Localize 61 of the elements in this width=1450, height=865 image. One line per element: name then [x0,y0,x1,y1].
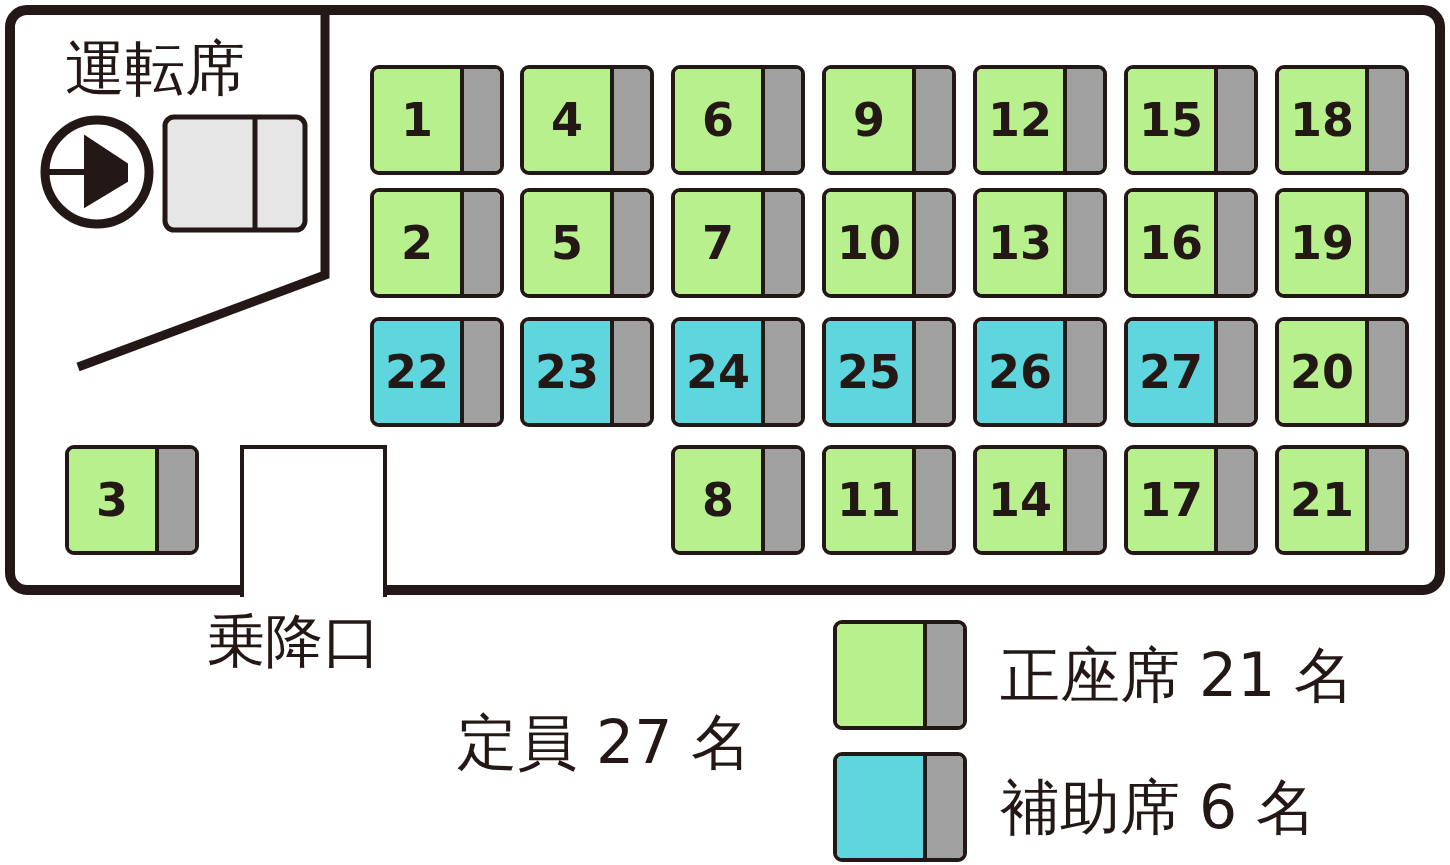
seat [1275,317,1409,427]
seat-number: 9 [853,97,885,143]
seat [973,445,1107,555]
seat [671,188,805,298]
legend-label: 正座席 21 名 [1000,645,1355,705]
seat [370,65,504,175]
seat [671,65,805,175]
seat-number: 2 [401,220,433,266]
seat [822,445,956,555]
seat [1124,445,1258,555]
seat [822,188,956,298]
seat [1124,65,1258,175]
seat-number: 6 [702,97,734,143]
seat [1275,188,1409,298]
seat-number: 5 [551,220,583,266]
seat [1275,65,1409,175]
seat [822,65,956,175]
seat [1124,188,1258,298]
seat-number: 26 [988,349,1052,395]
seat-number: 21 [1290,477,1354,523]
seat-number: 12 [988,97,1052,143]
seat [822,317,956,427]
seat-number: 13 [988,220,1052,266]
seat [520,65,654,175]
seat-number: 3 [96,477,128,523]
seat [973,317,1107,427]
seat [520,188,654,298]
legend-label: 補助席 6 名 [1000,777,1317,837]
seat-number: 19 [1290,220,1354,266]
seat-number: 25 [837,349,901,395]
seat [973,65,1107,175]
door-box [240,445,387,597]
seat [671,445,805,555]
bus-outline [5,5,1445,595]
seat-number: 17 [1139,477,1203,523]
seat [1275,445,1409,555]
seat-number: 14 [988,477,1052,523]
seat [370,317,504,427]
seat-number: 16 [1139,220,1203,266]
seat-number: 1 [401,97,433,143]
driver-seat-label: 運転席 [65,38,245,98]
seat [520,317,654,427]
seat-number: 23 [535,349,599,395]
seat [370,188,504,298]
seat-number: 20 [1290,349,1354,395]
door-label: 乗降口 [207,612,381,670]
seat-number: 11 [837,477,901,523]
seat [1124,317,1258,427]
seat-number: 4 [551,97,583,143]
seat [671,317,805,427]
seat-number: 22 [385,349,449,395]
seat-number: 27 [1139,349,1203,395]
seat-number: 8 [702,477,734,523]
seat-number: 24 [686,349,750,395]
seat-number: 18 [1290,97,1354,143]
seat-number: 15 [1139,97,1203,143]
seat-number: 7 [702,220,734,266]
seat [973,188,1107,298]
seat [65,445,199,555]
seat-number: 10 [837,220,901,266]
capacity-note: 定員 27 名 [457,712,752,772]
